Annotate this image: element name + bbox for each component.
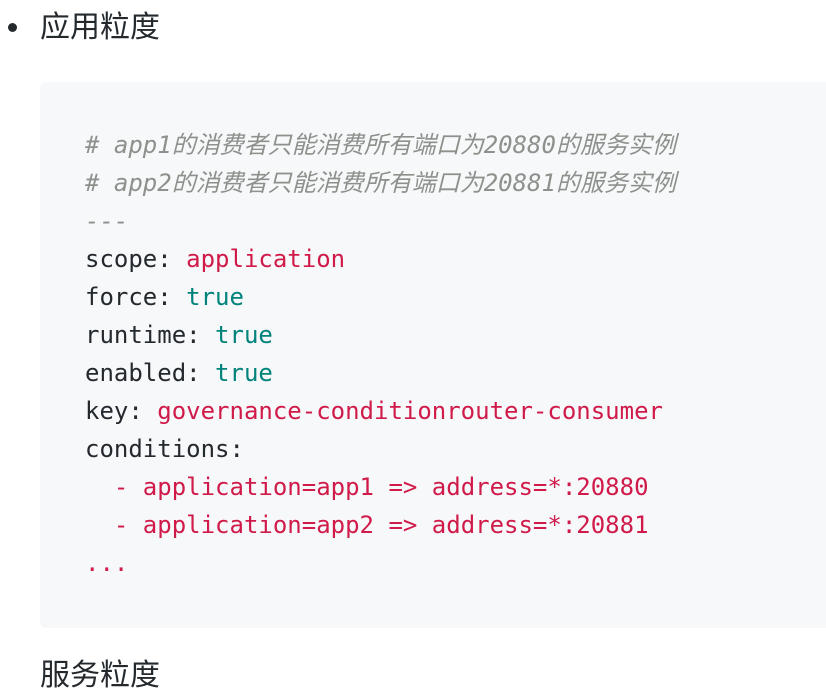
- code-line-runtime: runtime: true: [85, 316, 826, 354]
- code-key: force:: [85, 283, 172, 311]
- code-value: - application=app2 => address=*:20881: [113, 511, 649, 539]
- code-line-scope: scope: application: [85, 240, 826, 278]
- code-comment-line: # app1的消费者只能消费所有端口为20880的服务实例: [85, 131, 676, 159]
- code-key: key:: [85, 397, 143, 425]
- code-line-conditions: conditions:: [85, 430, 826, 468]
- code-boolean: true: [215, 359, 273, 387]
- code-separator: ---: [85, 207, 129, 235]
- code-value: application: [186, 245, 346, 273]
- bullet-text: 应用粒度: [40, 10, 160, 45]
- code-key: conditions:: [85, 435, 244, 463]
- code-line-force: force: true: [85, 278, 826, 316]
- code-line-condition-item: - application=app1 => address=*:20880: [85, 468, 826, 506]
- bullet-dot-icon: [8, 23, 17, 32]
- code-key: enabled:: [85, 359, 201, 387]
- code-line-condition-item: - application=app2 => address=*:20881: [85, 506, 826, 544]
- code-ellipsis: ...: [85, 549, 129, 577]
- code-key: runtime:: [85, 321, 201, 349]
- code-boolean: true: [186, 283, 244, 311]
- code-comment-line: # app2的消费者只能消费所有端口为20881的服务实例: [85, 169, 676, 197]
- code-line-key: key: governance-conditionrouter-consumer: [85, 392, 826, 430]
- next-section-heading: 服务粒度: [40, 658, 160, 693]
- code-key: scope:: [85, 245, 172, 273]
- code-boolean: true: [215, 321, 273, 349]
- code-block: # app1的消费者只能消费所有端口为20880的服务实例 # app2的消费者…: [40, 82, 826, 628]
- code-value: governance-conditionrouter-consumer: [157, 397, 663, 425]
- code-line-enabled: enabled: true: [85, 354, 826, 392]
- code-value: - application=app1 => address=*:20880: [113, 473, 649, 501]
